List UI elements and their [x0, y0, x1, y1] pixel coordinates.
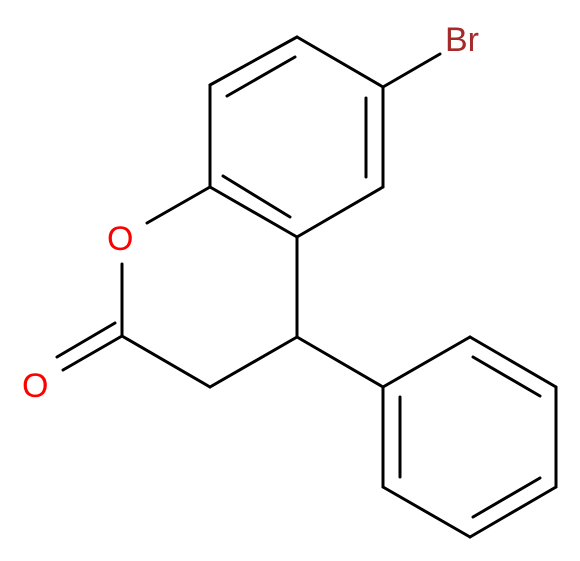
bromine-atom-label: Br	[445, 21, 479, 59]
bond-c-br	[381, 52, 442, 89]
carbonyl-double-bond	[55, 321, 117, 359]
bond	[295, 35, 385, 89]
bond	[468, 335, 558, 389]
carbonyl-double-bond	[61, 334, 124, 372]
bond	[381, 335, 472, 389]
bond	[120, 334, 212, 389]
double-bond-inner	[471, 476, 542, 519]
carbonyl-oxygen-atom-label: O	[22, 367, 48, 405]
lactone-ring	[120, 185, 299, 389]
ring-oxygen-atom-label: O	[107, 220, 133, 258]
bond	[468, 485, 558, 539]
double-bond-inner	[225, 55, 297, 98]
bond	[145, 185, 212, 225]
bond-c-phenyl	[295, 335, 385, 389]
bromobenzene-ring	[208, 35, 385, 239]
bond	[381, 485, 472, 539]
bond	[208, 335, 299, 389]
bond	[208, 185, 299, 239]
double-bond-inner	[471, 355, 542, 398]
bond	[295, 185, 385, 239]
phenyl-ring	[381, 335, 558, 539]
double-bond-inner	[221, 174, 292, 219]
bond	[208, 35, 299, 87]
